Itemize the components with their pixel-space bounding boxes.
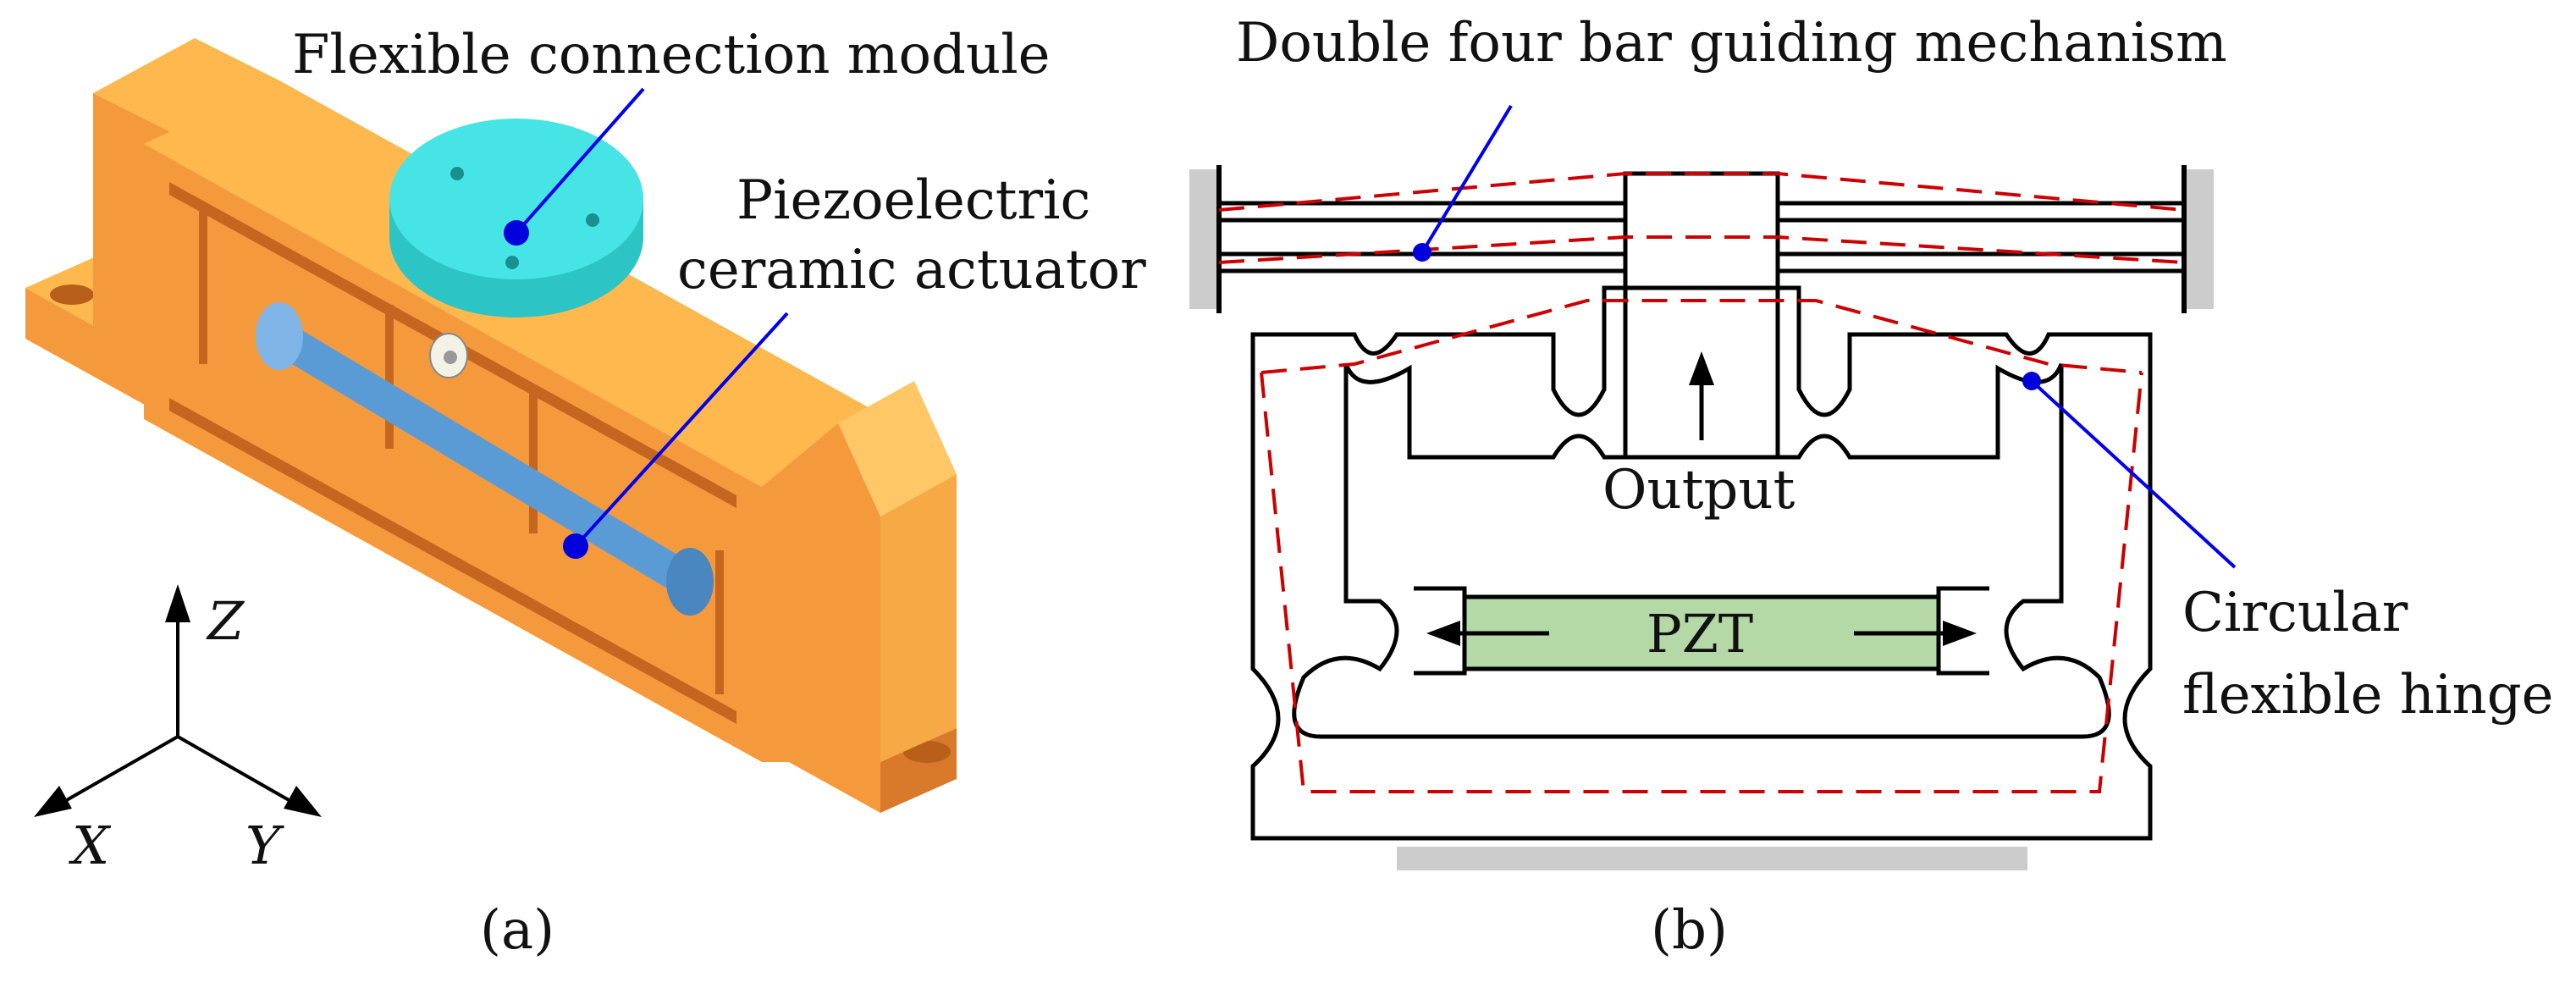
stage-3d-model <box>25 38 957 813</box>
panel-a: Flexible connection module Piezoelectric… <box>25 24 1146 962</box>
label-double-four-bar: Double four bar guiding mechanism <box>1236 12 2227 75</box>
hinge-slot-2 <box>385 305 394 449</box>
deform-four-bar-upper <box>1218 172 2185 212</box>
deform-frame-sides <box>1260 372 2143 793</box>
label-hinge-line2: flexible hinge <box>2182 664 2554 726</box>
label-flexible-connection-module: Flexible connection module <box>292 24 1051 86</box>
dot-piezo <box>563 533 588 559</box>
pzt-arrow-left-head <box>1426 621 1460 646</box>
piezo-actuator <box>256 302 714 616</box>
disk-hole-3 <box>505 256 519 269</box>
label-pzt: PZT <box>1647 603 1753 665</box>
axis-label-x: X <box>69 815 112 876</box>
axis-label-z: Z <box>206 590 245 652</box>
output-arrow-head <box>1689 351 1714 385</box>
disk-hole-2 <box>586 213 599 227</box>
disk-hole-1 <box>450 167 464 180</box>
actuator-body <box>267 309 703 610</box>
label-output: Output <box>1602 459 1795 522</box>
axis-y-line <box>177 735 297 806</box>
left-block-top <box>93 38 279 135</box>
flexible-connection-disk <box>389 119 643 318</box>
caption-b: (b) <box>1651 899 1728 962</box>
panel-b: PZT Output Circular flexible hinge Doubl… <box>1189 12 2554 962</box>
dot-flexible-module <box>504 220 529 246</box>
label-piezo-line1: Piezoelectric <box>736 169 1090 232</box>
four-bar-mechanism <box>1219 171 2184 290</box>
coordinate-axes <box>58 610 297 806</box>
dot-four-bar <box>1413 243 1431 262</box>
ground-left <box>1189 169 1219 309</box>
mounting-slot-left <box>50 284 94 305</box>
deform-frame-top <box>1260 299 2143 374</box>
axis-label-y: Y <box>245 815 284 876</box>
leader-flexible-module <box>515 87 645 235</box>
screw-hole <box>444 351 457 364</box>
dot-hinge <box>2022 372 2041 390</box>
caption-a: (a) <box>480 899 554 962</box>
ground-bottom <box>1397 847 2027 870</box>
frame-slot-lower <box>169 398 736 724</box>
ground-right <box>2184 169 2214 309</box>
leader-four-bar <box>1420 104 1513 254</box>
hinge-slot-1 <box>199 212 207 364</box>
hinge-slot-4 <box>715 550 724 694</box>
right-block-front <box>762 423 880 762</box>
pzt-arrow-right-head <box>1943 621 1977 646</box>
leader-hinge <box>2030 379 2237 569</box>
hinge-slot-3 <box>529 389 538 533</box>
inner-cavity-outline <box>1292 363 2111 739</box>
axis-z-arrowhead <box>165 584 190 622</box>
right-block-top <box>838 381 957 516</box>
axis-x-arrowhead <box>34 786 72 817</box>
outer-frame-outline <box>1250 285 2153 841</box>
axis-y-arrowhead <box>284 786 322 817</box>
four-bar-center-block <box>1623 171 1780 290</box>
actuator-end-right <box>666 548 714 616</box>
leader-piezo <box>574 312 789 548</box>
label-hinge-line1: Circular <box>2182 582 2408 644</box>
deform-four-bar-lower <box>1218 235 2185 264</box>
right-block-side <box>880 474 957 762</box>
disk-top <box>389 119 643 279</box>
axis-x-line <box>58 735 179 806</box>
label-piezo-line2: ceramic actuator <box>677 239 1146 301</box>
actuator-end-left <box>256 302 303 370</box>
